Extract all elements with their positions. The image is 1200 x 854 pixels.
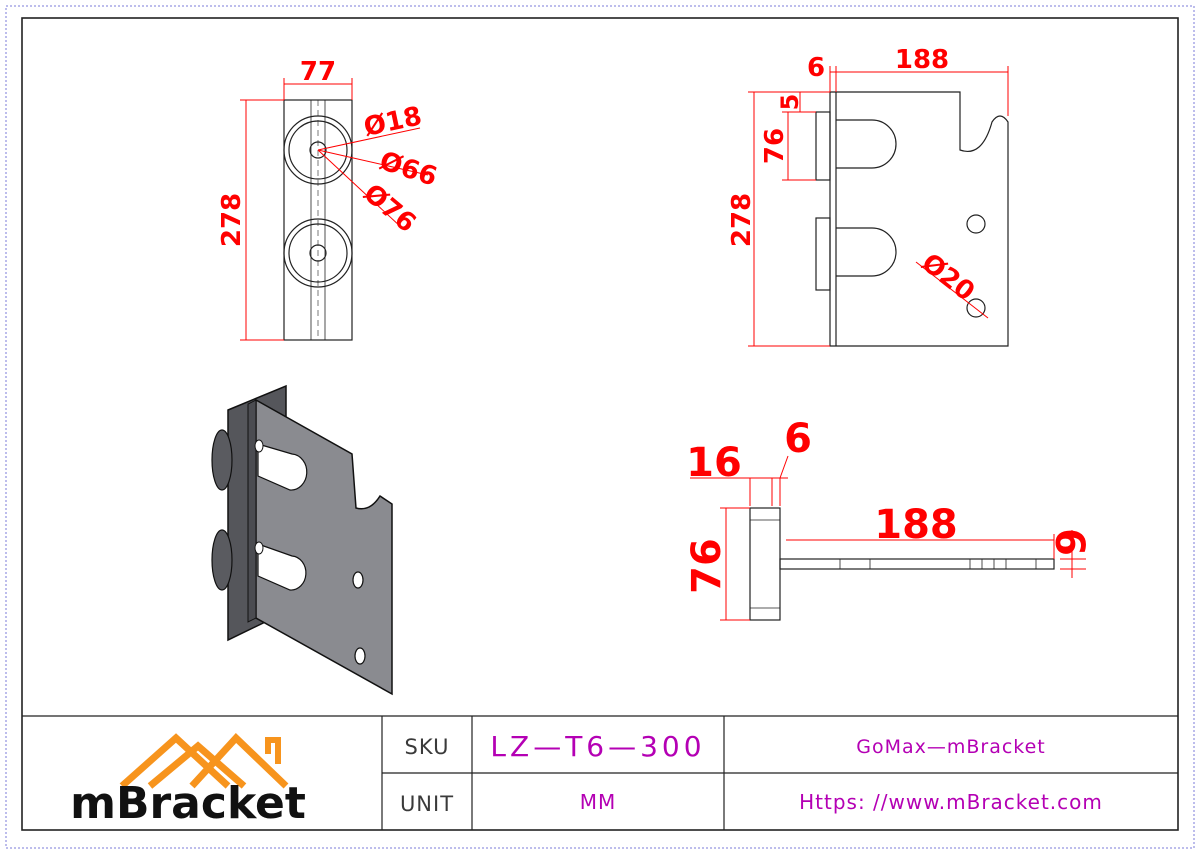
- isometric-view: [211, 384, 393, 696]
- dim-side-offset: 5: [776, 94, 804, 111]
- brand-name: mBracket: [70, 778, 306, 829]
- title-block: mBracket SKU LZ—T6—300 UNIT MM GoMax—mBr…: [22, 715, 1178, 830]
- dim-top-end: 6: [1046, 528, 1092, 556]
- dim-side-plate: 76: [760, 128, 790, 164]
- dim-front-width: 77: [300, 57, 336, 87]
- website-link[interactable]: Https: //www.mBracket.com: [799, 790, 1103, 814]
- company-name: GoMax—mBracket: [856, 736, 1046, 758]
- dim-front-outer: Ø76: [358, 178, 422, 238]
- unit-label: UNIT: [400, 792, 454, 816]
- bracket-plate: [255, 398, 393, 696]
- dim-side-height: 278: [727, 193, 757, 247]
- dim-side-length: 188: [895, 45, 949, 75]
- top-view: 16 6 188 76 6: [684, 416, 1092, 621]
- sku-label: SKU: [405, 735, 450, 759]
- brand-logo: mBracket: [70, 732, 306, 829]
- dim-top-height: 76: [684, 538, 730, 594]
- dim-top-length: 188: [874, 502, 958, 548]
- dim-side-hole: Ø20: [916, 248, 980, 308]
- sku-value: LZ—T6—300: [490, 730, 705, 763]
- dim-front-height: 278: [217, 193, 247, 247]
- dim-side-thickness: 6: [807, 53, 825, 83]
- unit-value: MM: [580, 790, 617, 814]
- sheet-frame: [5, 5, 1195, 849]
- front-view: 77 278 Ø18 Ø66 Ø76: [217, 57, 441, 341]
- side-view: 6 188 5 76 278 Ø20: [727, 45, 1009, 347]
- dim-front-hole: Ø18: [361, 101, 424, 142]
- dim-top-thickness: 6: [784, 416, 812, 462]
- dim-top-flange: 16: [686, 440, 742, 486]
